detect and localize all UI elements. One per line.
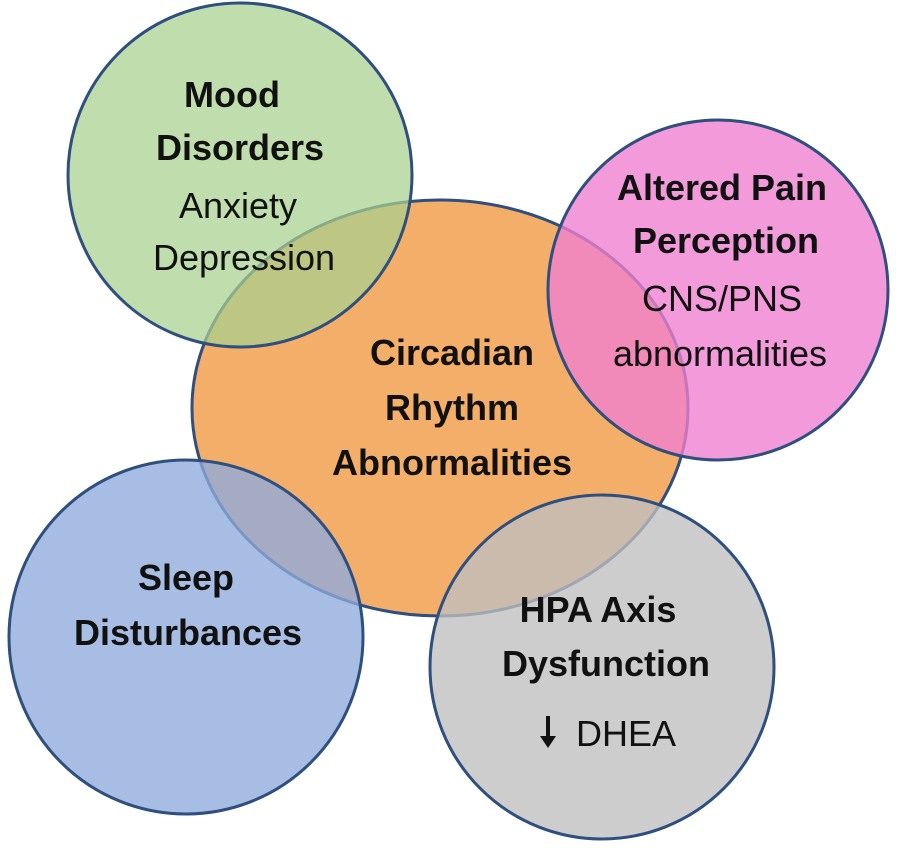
pain-item-abnormalities: abnormalities: [613, 333, 827, 374]
circadian-label-line-2: Rhythm: [385, 387, 519, 428]
circadian-label-line-3: Abnormalities: [332, 442, 572, 483]
hpa-title-line-2: Dysfunction: [502, 643, 710, 684]
hpa-axis-dysfunction-circle: [428, 493, 776, 841]
sleep-title-line-1: Sleep: [138, 557, 234, 598]
mood-item-depression: Depression: [153, 237, 335, 278]
pain-title-line-2: Perception: [633, 220, 819, 261]
sleep-title-line-2: Disturbances: [74, 612, 302, 653]
altered-pain-perception-circle: [546, 118, 890, 462]
hpa-title-line-1: HPA Axis: [520, 589, 677, 630]
hpa-item-dhea: DHEA: [576, 713, 676, 754]
down-arrow-icon: [540, 716, 556, 748]
pain-item-cns-pns: CNS/PNS: [642, 278, 802, 319]
mood-item-anxiety: Anxiety: [179, 185, 297, 226]
circadian-label-line-1: Circadian: [370, 332, 534, 373]
mood-title-line-1: Mood: [184, 74, 280, 115]
pain-title-line-1: Altered Pain: [617, 167, 827, 208]
sleep-disturbances-circle: [7, 458, 365, 816]
mood-title-line-2: Disorders: [156, 127, 324, 168]
mood-disorders-circle: [66, 1, 414, 349]
